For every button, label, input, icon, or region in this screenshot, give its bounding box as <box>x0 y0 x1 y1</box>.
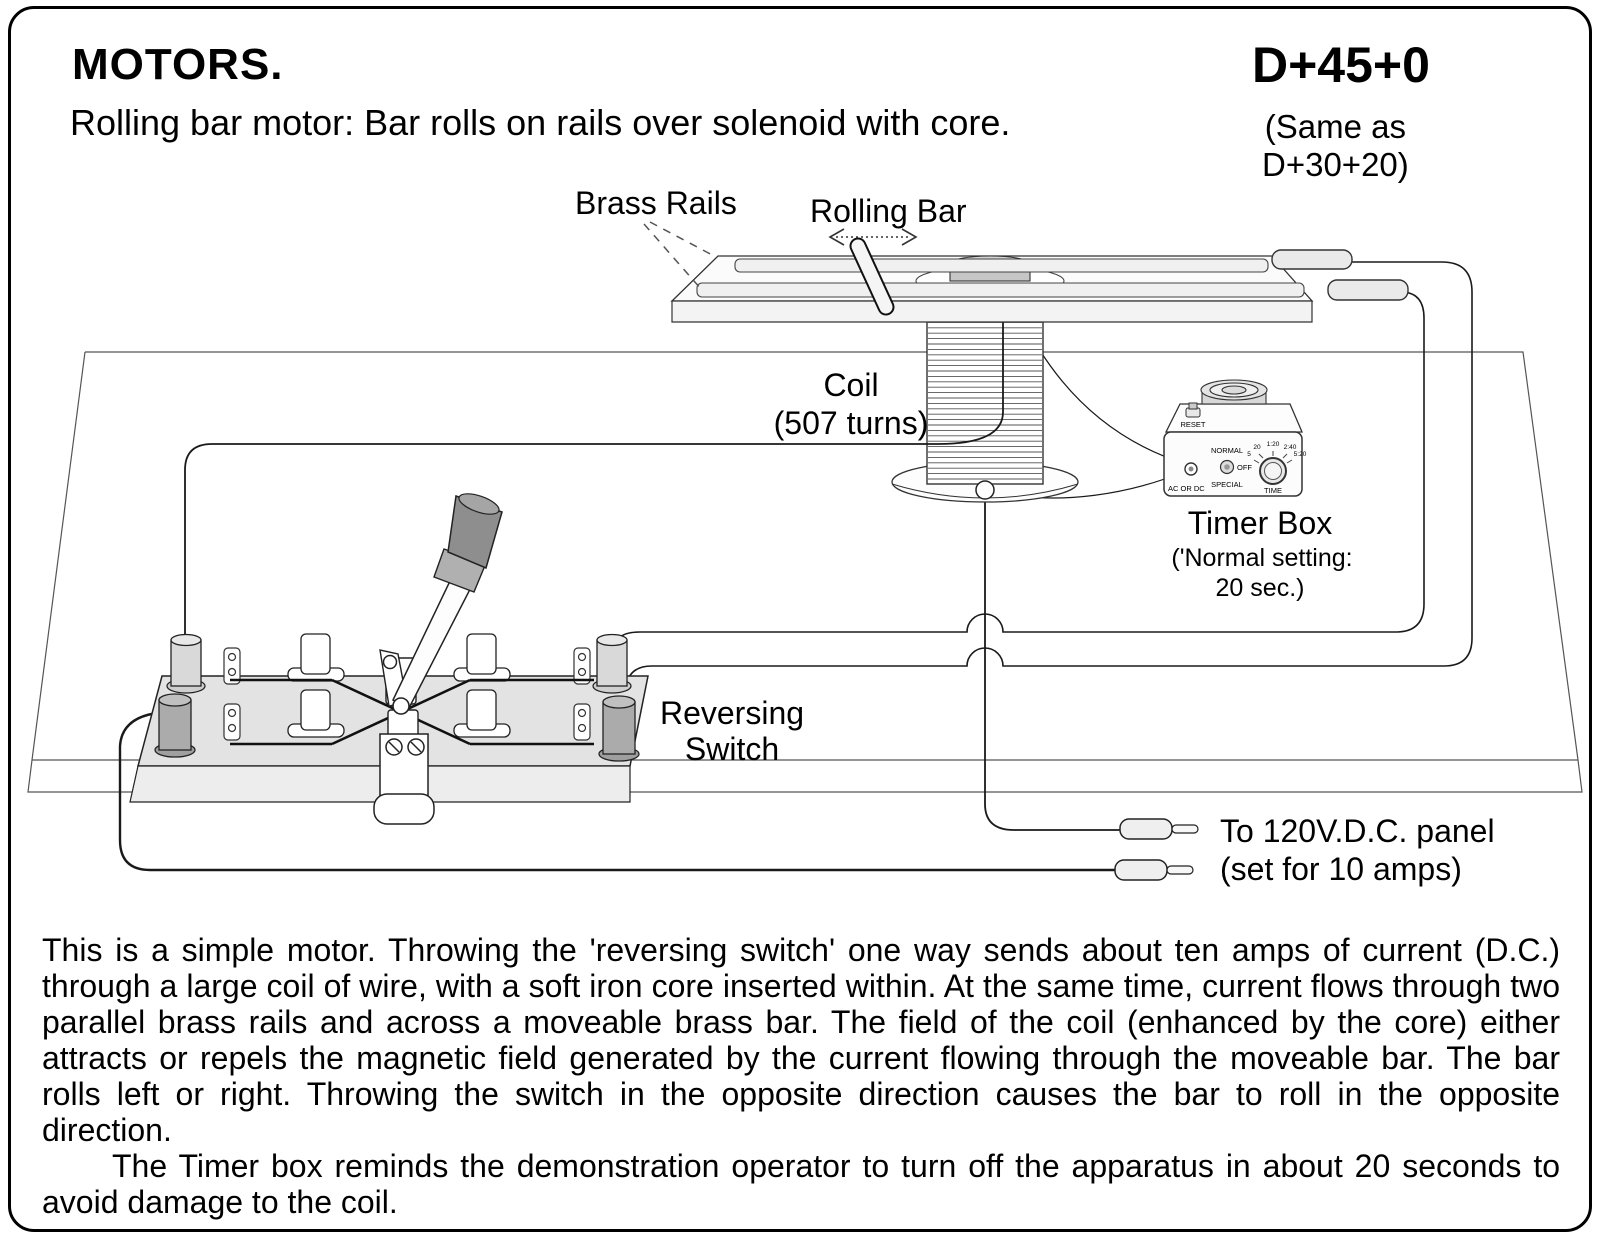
demo-code: D+45+0 <box>1252 37 1430 93</box>
banana-plug-upper-tip <box>1171 824 1199 834</box>
timer-input-jack-center <box>1188 466 1194 472</box>
rolling-bar-label: Rolling Bar <box>810 193 967 229</box>
timer-time-label: TIME <box>1264 486 1282 495</box>
table-top-edges <box>31 351 1579 761</box>
timer-off-label: OFF <box>1237 463 1252 472</box>
platform-front-face <box>671 300 1313 323</box>
timer-box: RESET AC OR DC NORMAL OFF SPECIAL 5 20 1… <box>1163 379 1307 497</box>
timer-normal-label: NORMAL <box>1211 446 1243 455</box>
timer-dial-ticks <box>1253 451 1293 464</box>
wire-switch-to-coil-lead <box>184 272 1004 648</box>
switch-contact-tabs <box>223 647 591 741</box>
diagram-labels: Brass Rails Rolling Bar Coil (507 turns)… <box>575 185 1495 887</box>
timer-time-knob-inner <box>1264 462 1282 480</box>
wire-back-rail-to-switch <box>625 261 1473 700</box>
page-border <box>8 6 1592 1232</box>
description-text: This is a simple motor. Throwing the 're… <box>42 932 1560 1220</box>
timer-bell <box>1200 379 1268 405</box>
wire-switch-to-panel <box>118 710 1115 872</box>
banana-plugs <box>1114 818 1199 881</box>
brass-rails-leaders <box>643 221 717 290</box>
timer-dial-mark-5: 5:20 <box>1294 451 1307 458</box>
timer-setting-line1: ('Normal setting: <box>1171 544 1352 572</box>
reversing-switch-label-line1: Reversing <box>660 695 804 731</box>
timer-reset-label: RESET <box>1180 420 1205 429</box>
page-subtitle: Rolling bar motor: Bar rolls on rails ov… <box>70 102 1011 143</box>
description-paragraph-2: The Timer box reminds the demonstration … <box>42 1148 1560 1220</box>
same-as-note: (Same as D+30+20) <box>1262 108 1409 184</box>
rolling-bar <box>851 239 893 314</box>
timer-dial-mark-1: 5 <box>1247 451 1251 458</box>
switch-blade-hole <box>382 654 398 670</box>
coil-label-line2: (507 turns) <box>774 405 929 441</box>
timer-mode-toggle-tip <box>1224 464 1230 470</box>
coil <box>184 272 1079 648</box>
wire-coil-to-panel <box>984 500 1120 831</box>
switch-clips <box>287 633 511 738</box>
timer-reset-button <box>1185 402 1201 418</box>
panel-label-line1: To 120V.D.C. panel <box>1220 813 1495 849</box>
brass-rail-front <box>696 282 1305 298</box>
banana-plug-lower <box>1114 859 1168 881</box>
brass-rails-label: Brass Rails <box>575 185 737 221</box>
panel-label-line2: (set for 10 amps) <box>1220 851 1462 887</box>
timer-setting-line2: 20 sec.) <box>1216 574 1305 602</box>
brass-rail-back <box>734 258 1269 273</box>
switch-mount-bracket <box>373 733 435 825</box>
rail-platform <box>643 221 1409 323</box>
timer-dial-mark-3: 1:20 <box>1267 441 1280 448</box>
banana-plug-upper <box>1119 818 1173 840</box>
banana-plug-lower-tip <box>1166 865 1194 875</box>
wire-front-rail-to-switch <box>613 291 1425 651</box>
timer-box-label: Timer Box <box>1188 505 1333 541</box>
timer-dial-mark-2: 20 <box>1253 444 1261 451</box>
coil-label-line1: Coil <box>823 367 878 403</box>
timer-ac-dc-label: AC OR DC <box>1168 484 1205 493</box>
rail-lug-front <box>1327 279 1409 301</box>
timer-special-label: SPECIAL <box>1211 480 1243 489</box>
switch-handle-cap <box>458 493 500 515</box>
coil-terminal <box>975 480 995 500</box>
motion-arrow <box>828 228 918 246</box>
reversing-switch-label-line2: Switch <box>685 731 779 767</box>
same-as-line2: D+30+20) <box>1262 146 1409 183</box>
same-as-line1: (Same as <box>1264 108 1406 145</box>
description-paragraph-1: This is a simple motor. Throwing the 're… <box>42 932 1560 1148</box>
coil-turns <box>928 316 1042 480</box>
rail-lug-back <box>1271 249 1353 270</box>
page-title: MOTORS. <box>72 40 284 89</box>
switch-binding-posts <box>154 633 640 762</box>
reversing-switch <box>129 493 649 825</box>
timer-dial-mark-4: 2:40 <box>1284 444 1297 451</box>
switch-pivot <box>392 697 410 715</box>
